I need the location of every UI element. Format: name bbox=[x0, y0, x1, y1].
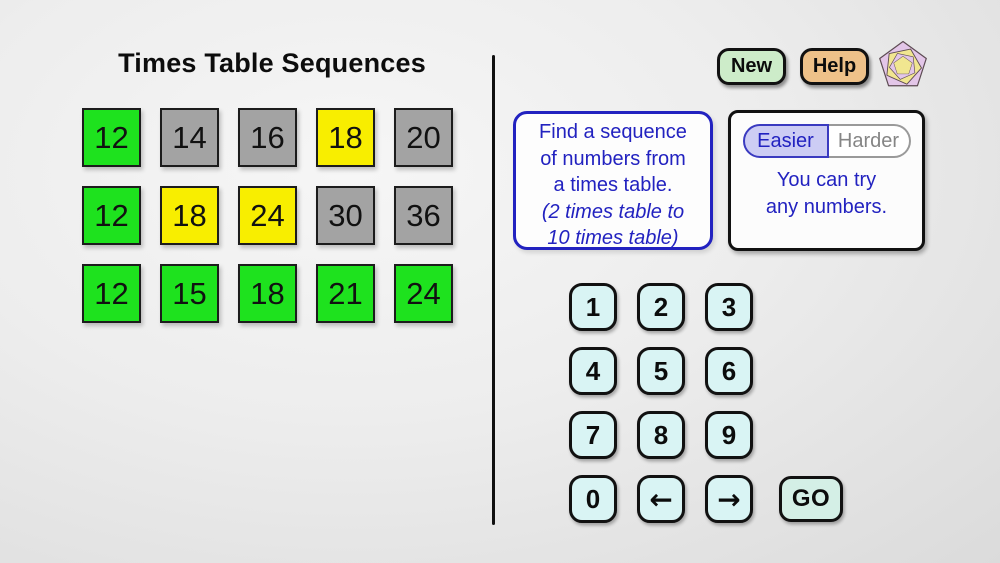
number-tile: 12 bbox=[82, 264, 141, 323]
number-tile: 18 bbox=[160, 186, 219, 245]
key-4[interactable]: 4 bbox=[569, 347, 617, 395]
new-button[interactable]: New bbox=[717, 48, 786, 85]
difficulty-toggle: Easier Harder bbox=[742, 124, 911, 158]
number-tile: 21 bbox=[316, 264, 375, 323]
instruction-line: 10 times table) bbox=[547, 227, 679, 249]
note-line: You can try bbox=[776, 169, 877, 191]
key-2[interactable]: 2 bbox=[637, 283, 685, 331]
number-tile: 18 bbox=[316, 108, 375, 167]
number-tile: 14 bbox=[160, 108, 219, 167]
note-line: any numbers. bbox=[765, 196, 888, 218]
number-tile: 12 bbox=[82, 186, 141, 245]
help-button[interactable]: Help bbox=[800, 48, 869, 85]
instruction-line: Find a sequence bbox=[539, 121, 687, 143]
sequence-tile-grid: 12 14 16 18 20 12 18 24 30 36 12 15 18 2… bbox=[82, 108, 453, 323]
key-7[interactable]: 7 bbox=[569, 411, 617, 459]
key-8[interactable]: 8 bbox=[637, 411, 685, 459]
difficulty-panel: Easier Harder You can try any numbers. bbox=[728, 110, 925, 251]
key-5[interactable]: 5 bbox=[637, 347, 685, 395]
right-arrow-key[interactable]: → bbox=[705, 475, 753, 523]
number-tile: 24 bbox=[238, 186, 297, 245]
number-tile: 20 bbox=[394, 108, 453, 167]
number-tile: 16 bbox=[238, 108, 297, 167]
number-tile: 12 bbox=[82, 108, 141, 167]
number-tile: 30 bbox=[316, 186, 375, 245]
key-1[interactable]: 1 bbox=[569, 283, 617, 331]
instruction-panel: Find a sequence of numbers from a times … bbox=[513, 111, 713, 250]
number-tile: 15 bbox=[160, 264, 219, 323]
number-keypad: 1 2 3 4 5 6 7 8 9 0 ← → GO bbox=[569, 283, 843, 539]
key-3[interactable]: 3 bbox=[705, 283, 753, 331]
instruction-line: a times table. bbox=[553, 174, 673, 196]
easier-toggle-option[interactable]: Easier bbox=[742, 124, 829, 158]
key-6[interactable]: 6 bbox=[705, 347, 753, 395]
page-title: Times Table Sequences bbox=[118, 48, 426, 78]
number-tile: 24 bbox=[394, 264, 453, 323]
instruction-line: (2 times table to bbox=[541, 200, 685, 223]
harder-toggle-option[interactable]: Harder bbox=[828, 124, 911, 158]
difficulty-note: You can try any numbers. bbox=[766, 167, 887, 221]
go-button[interactable]: GO bbox=[779, 476, 843, 522]
pentagon-spiral-logo-icon bbox=[874, 38, 932, 94]
instruction-line: of numbers from bbox=[540, 147, 686, 170]
number-tile: 36 bbox=[394, 186, 453, 245]
left-arrow-key[interactable]: ← bbox=[637, 475, 685, 523]
vertical-divider bbox=[492, 55, 495, 525]
key-0[interactable]: 0 bbox=[569, 475, 617, 523]
key-9[interactable]: 9 bbox=[705, 411, 753, 459]
number-tile: 18 bbox=[238, 264, 297, 323]
